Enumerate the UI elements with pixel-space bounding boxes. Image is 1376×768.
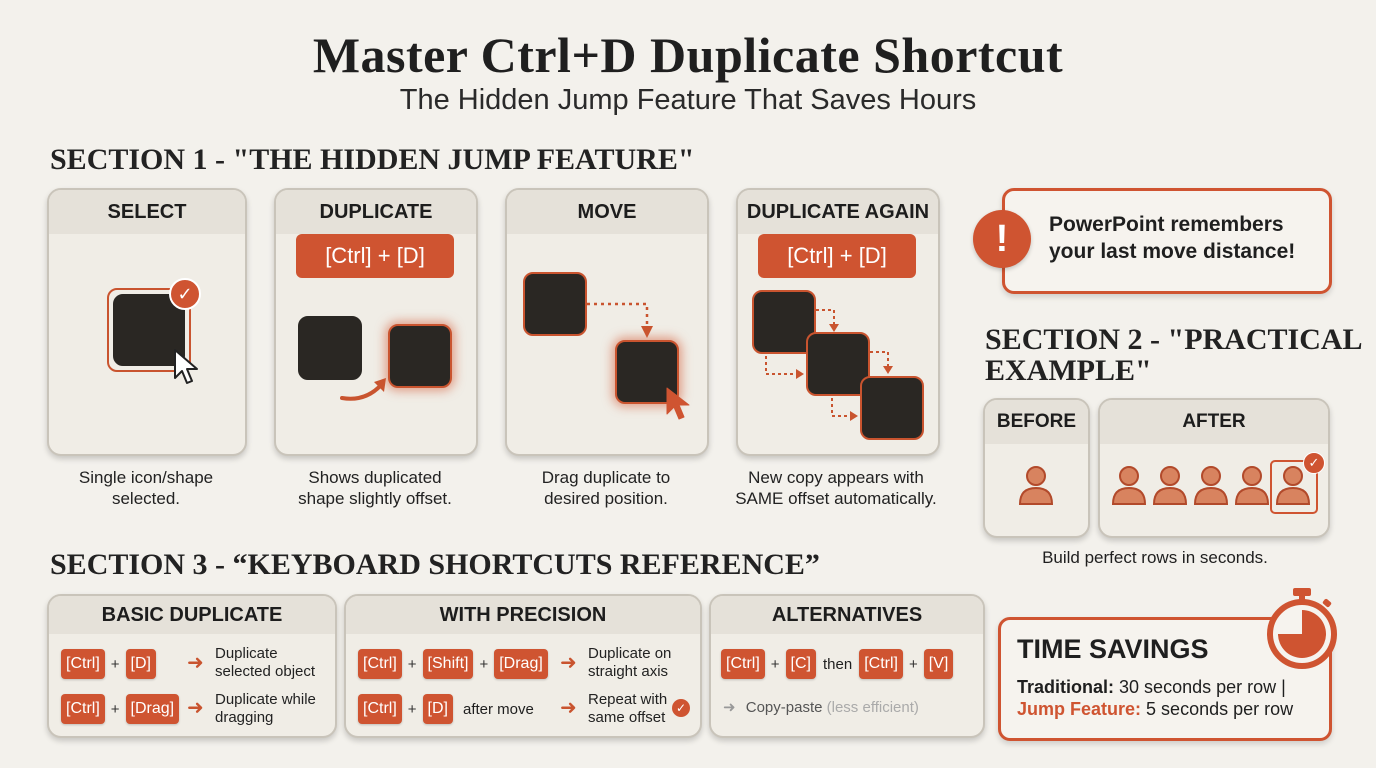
shape-2 (806, 332, 870, 396)
after-label: AFTER (1100, 400, 1328, 444)
dotted-arrow-icon (587, 302, 653, 338)
duplicate-shape (388, 324, 452, 388)
person-icon (1193, 466, 1229, 505)
person-icon (1275, 466, 1311, 505)
step-card-duplicate: DUPLICATE [Ctrl] + [D] (274, 188, 478, 456)
shortcut-row: [Ctrl] + [Drag] (61, 693, 180, 725)
shortcut-row: [Ctrl] + [Shift] + [Drag] (358, 648, 548, 680)
alternatives-card: ALTERNATIVES [Ctrl] + [C] then [Ctrl] + … (709, 594, 985, 738)
shortcut-description: Duplicate on straight axis (588, 645, 672, 680)
key-ctrl: [Ctrl] (61, 649, 105, 679)
then-text: then (823, 655, 853, 673)
exclamation-icon: ! (973, 210, 1031, 268)
selection-frame (1270, 460, 1318, 514)
step-card-move: MOVE (505, 188, 709, 456)
before-label: BEFORE (985, 400, 1088, 444)
arrow-icon: ➜ (560, 652, 577, 674)
shortcut-row: [Ctrl] + [D] after move (358, 693, 534, 725)
person-icon (1111, 466, 1147, 505)
person-icon (1018, 466, 1054, 505)
card-caption-move: Drag duplicate to desired position. (541, 468, 671, 508)
shortcut-row: [Ctrl] + [D] (61, 648, 156, 680)
key-ctrl: [Ctrl] (859, 649, 903, 679)
shortcut-pill: [Ctrl] + [D] (758, 234, 916, 278)
key-drag: [Drag] (125, 694, 180, 724)
before-card: BEFORE (983, 398, 1090, 538)
alternative-row: ➜ Copy-paste (less efficient) (723, 699, 919, 716)
time-savings-box: TIME SAVINGS Traditional: 30 seconds per… (998, 617, 1332, 741)
key-d: [D] (422, 694, 453, 724)
curved-arrow-icon (340, 378, 386, 401)
key-d: [D] (125, 649, 156, 679)
card-title: ALTERNATIVES (711, 596, 983, 634)
card-caption-duplicate: Shows duplicated shape slightly offset. (298, 468, 452, 508)
traditional-line: Traditional: 30 seconds per row | (1017, 677, 1286, 697)
card-title: WITH PRECISION (346, 596, 700, 634)
section2-heading: SECTION 2 - "PRACTICAL EXAMPLE" (985, 323, 1363, 387)
key-ctrl: [Ctrl] (61, 694, 105, 724)
selection-frame (107, 288, 191, 372)
card-caption-duplicate-again: New copy appears with SAME offset automa… (735, 468, 937, 508)
selected-shape (113, 294, 185, 366)
key-ctrl: [Ctrl] (721, 649, 765, 679)
card-title: DUPLICATE (276, 190, 476, 234)
key-drag: [Drag] (494, 649, 548, 679)
person-icon (1234, 466, 1270, 505)
arrow-icon: ➜ (187, 697, 204, 719)
check-icon: ✓ (169, 278, 201, 310)
stopwatch-icon (1267, 588, 1337, 669)
cursor-icon (666, 387, 690, 420)
jump-feature-line: Jump Feature: 5 seconds per row (1017, 699, 1294, 719)
step-card-duplicate-again: DUPLICATE AGAIN [Ctrl] + [D] (736, 188, 940, 456)
arrow-icon: ➜ (187, 652, 204, 674)
original-shape (298, 316, 362, 380)
check-icon: ✓ (672, 699, 690, 717)
key-c: [C] (785, 649, 816, 679)
card-title: BASIC DUPLICATE (49, 596, 335, 634)
shortcut-description: Repeat with same offset (588, 691, 668, 726)
cursor-icon (174, 349, 198, 384)
check-icon: ✓ (1303, 452, 1325, 474)
shortcut-description: Duplicate while dragging (215, 691, 316, 726)
arrow-icon: ➜ (560, 697, 577, 719)
precision-card: WITH PRECISION [Ctrl] + [Shift] + [Drag]… (344, 594, 702, 738)
page-subtitle: The Hidden Jump Feature That Saves Hours (399, 84, 977, 116)
key-shift: [Shift] (422, 649, 474, 679)
original-shape (523, 272, 587, 336)
card-title: SELECT (49, 190, 245, 234)
shortcut-description: Duplicate selected object (215, 645, 316, 680)
card-title: DUPLICATE AGAIN (738, 190, 938, 234)
shortcut-row: [Ctrl] + [C] then [Ctrl] + [V] (721, 648, 954, 680)
card-caption-select: Single icon/shape selected. (78, 468, 214, 508)
offset-arrows-icon (765, 309, 893, 421)
after-card: AFTER ✓ (1098, 398, 1330, 538)
shape-3 (860, 376, 924, 440)
callout-text: PowerPoint remembers your last move dist… (1049, 213, 1296, 263)
person-icon (1152, 466, 1188, 505)
key-ctrl: [Ctrl] (358, 649, 402, 679)
time-savings-title: TIME SAVINGS (1017, 634, 1209, 664)
key-ctrl: [Ctrl] (358, 694, 402, 724)
card-title: MOVE (507, 190, 707, 234)
section1-heading: SECTION 1 - "THE HIDDEN JUMP FEATURE" (50, 143, 695, 176)
basic-duplicate-card: BASIC DUPLICATE [Ctrl] + [D] ➜ Duplicate… (47, 594, 337, 738)
step-card-select: SELECT ✓ (47, 188, 247, 456)
shortcut-pill: [Ctrl] + [D] (296, 234, 454, 278)
key-v: [V] (923, 649, 954, 679)
tip-callout: PowerPoint remembers your last move dist… (1002, 188, 1332, 294)
after-move-text: after move (463, 700, 534, 718)
page-title: Master Ctrl+D Duplicate Shortcut (312, 27, 1064, 83)
arrow-icon: ➜ (723, 699, 736, 716)
section3-heading: SECTION 3 - “KEYBOARD SHORTCUTS REFERENC… (50, 548, 820, 581)
shape-1 (752, 290, 816, 354)
section2-caption: Build perfect rows in seconds. (1042, 548, 1268, 567)
